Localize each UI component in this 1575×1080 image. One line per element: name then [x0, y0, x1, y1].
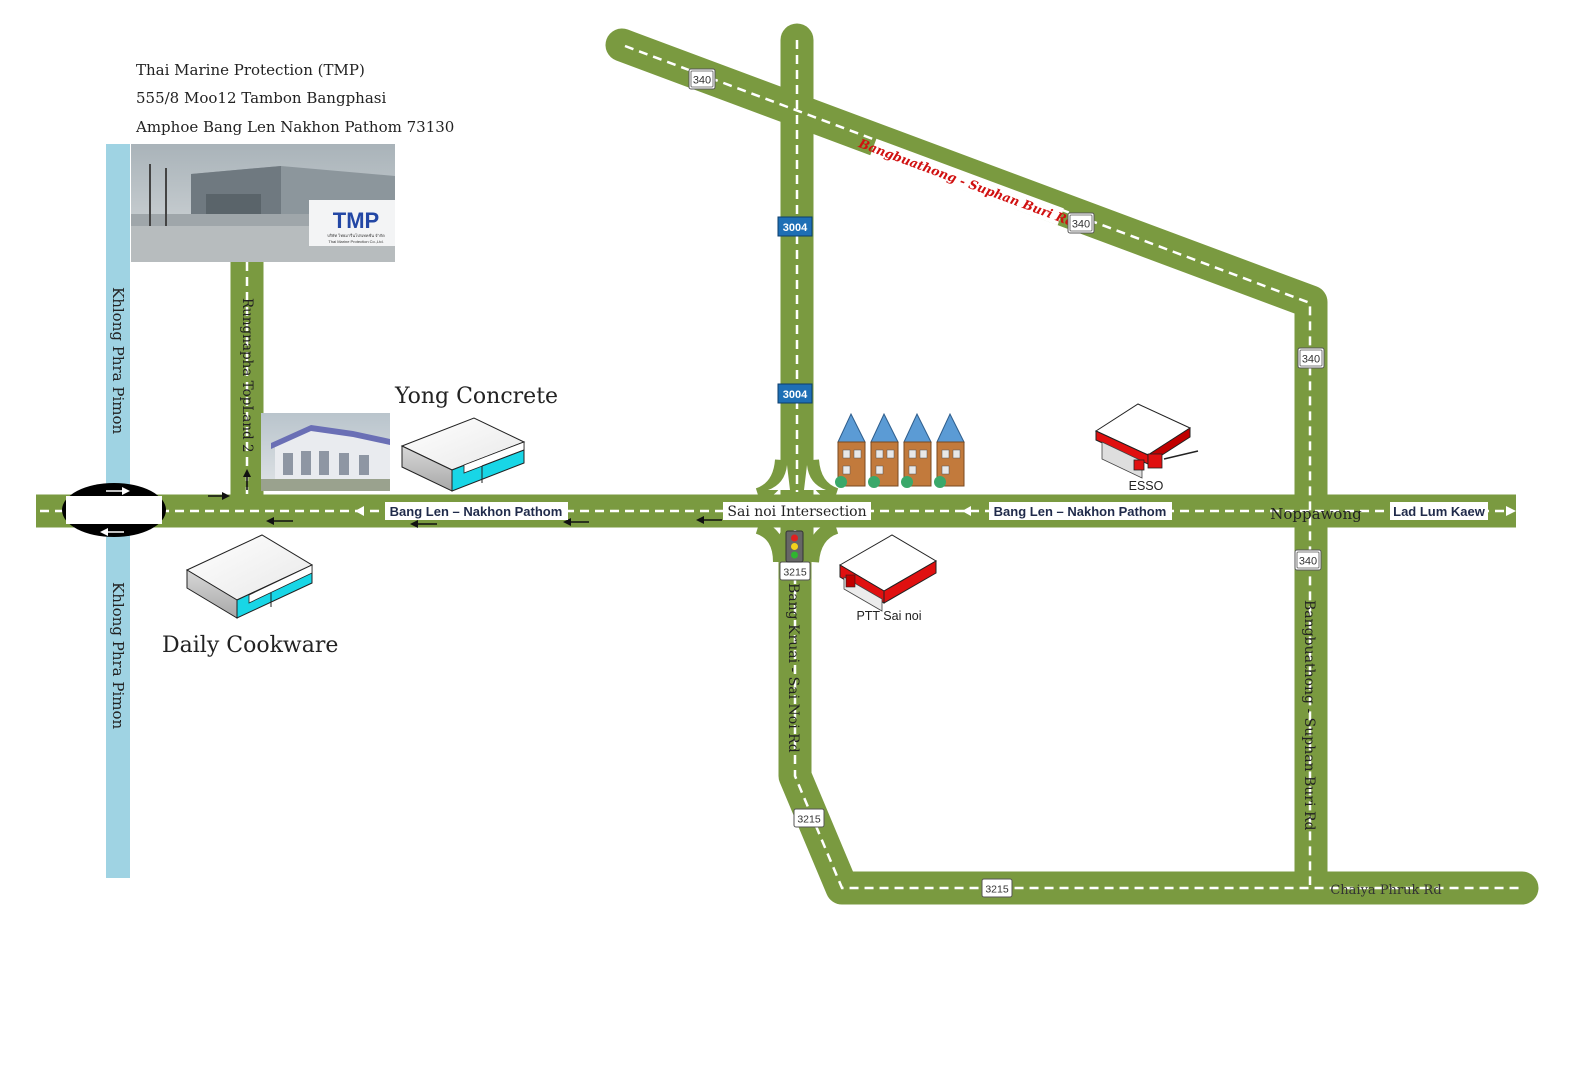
route-shield-340: 340	[1294, 549, 1322, 571]
svg-text:Bangbuathong - Suphan Buri Rd: Bangbuathong - Suphan Buri Rd	[856, 135, 1077, 229]
label-khlong-bottom: Khlong Phra Pimon	[109, 582, 127, 730]
svg-text:3004: 3004	[783, 389, 808, 401]
svg-text:3215: 3215	[797, 814, 821, 826]
gas-station-icon	[1094, 403, 1199, 479]
route-shield-3004: 3004	[777, 383, 813, 404]
svg-text:340: 340	[1072, 219, 1090, 231]
svg-text:3215: 3215	[985, 884, 1009, 896]
svg-text:3215: 3215	[783, 567, 807, 579]
svg-text:Bang Len – Nakhon Pathom: Bang Len – Nakhon Pathom	[390, 504, 563, 519]
route-shield-3215: 3215	[779, 561, 811, 581]
label-lad-lum-kaew: Lad Lum Kaew	[1390, 502, 1488, 520]
tmp-sign-text: Thai Marine Protection Co.,Ltd.	[328, 239, 383, 244]
label-bang-len-east: Bang Len – Nakhon Pathom	[989, 502, 1172, 520]
tmp-logo-text: TMP	[333, 208, 379, 233]
label-chaiya-phruk: Chaiya Phruk Rd	[1330, 883, 1441, 898]
label-sai-noi-intersection: Sai noi Intersection	[723, 502, 871, 520]
route-shield-3215: 3215	[793, 808, 825, 828]
label-yong-concrete: Yong Concrete	[394, 384, 558, 409]
route-shield-340: 340	[1067, 212, 1095, 234]
bridge-icon	[62, 483, 166, 537]
tmp-factory-photo: TMP บริษัท ไทยมารีนโปรเทคชั่น จำกัด Thai…	[131, 144, 395, 262]
route-shield-340: 340	[1297, 347, 1325, 369]
building-icon	[185, 534, 314, 619]
label-noppawong: Noppawong	[1270, 505, 1362, 523]
label-esso: ESSO	[1129, 479, 1164, 493]
label-bangbuathong-vertical: Bangbuathong - Suphan Buri Rd	[1301, 600, 1317, 830]
gas-station-icon	[839, 534, 937, 612]
tmp-sign-text: บริษัท ไทยมารีนโปรเทคชั่น จำกัด	[327, 233, 385, 238]
building-icon	[400, 417, 526, 492]
svg-text:Bang Len – Nakhon Pathom: Bang Len – Nakhon Pathom	[994, 504, 1167, 519]
label-bang-len-west: Bang Len – Nakhon Pathom	[385, 502, 568, 520]
company-address-line: Amphoe Bang Len Nakhon Pathom 73130	[136, 118, 455, 136]
company-address-line: 555/8 Moo12 Tambon Bangphasi	[136, 89, 387, 107]
company-name: Thai Marine Protection (TMP)	[136, 61, 365, 79]
route-shield-3215: 3215	[981, 878, 1013, 898]
svg-text:340: 340	[1302, 354, 1320, 366]
route-shield-340: 340	[688, 68, 716, 90]
svg-text:Lad Lum Kaew: Lad Lum Kaew	[1393, 504, 1486, 519]
svg-text:340: 340	[1299, 556, 1317, 568]
svg-text:3004: 3004	[783, 222, 808, 234]
svg-text:340: 340	[693, 75, 711, 87]
label-rungnapha: Rungnapha TopLand 2	[239, 298, 255, 453]
label-bangbuathong-diagonal: Bangbuathong - Suphan Buri Rd	[856, 135, 1077, 229]
townhouse-icon	[835, 412, 965, 488]
label-bang-kruai: Bang Kruai - Sai Noi Rd	[785, 583, 801, 753]
svg-text:Sai noi Intersection: Sai noi Intersection	[727, 504, 866, 520]
label-khlong-top: Khlong Phra Pimon	[109, 287, 127, 435]
label-daily-cookware: Daily Cookware	[162, 633, 338, 658]
traffic-light-icon	[785, 530, 804, 563]
topland-building-photo	[261, 413, 390, 491]
route-shield-3004: 3004	[777, 216, 813, 237]
direction-arrows	[208, 469, 722, 528]
label-ptt: PTT Sai noi	[856, 609, 921, 623]
